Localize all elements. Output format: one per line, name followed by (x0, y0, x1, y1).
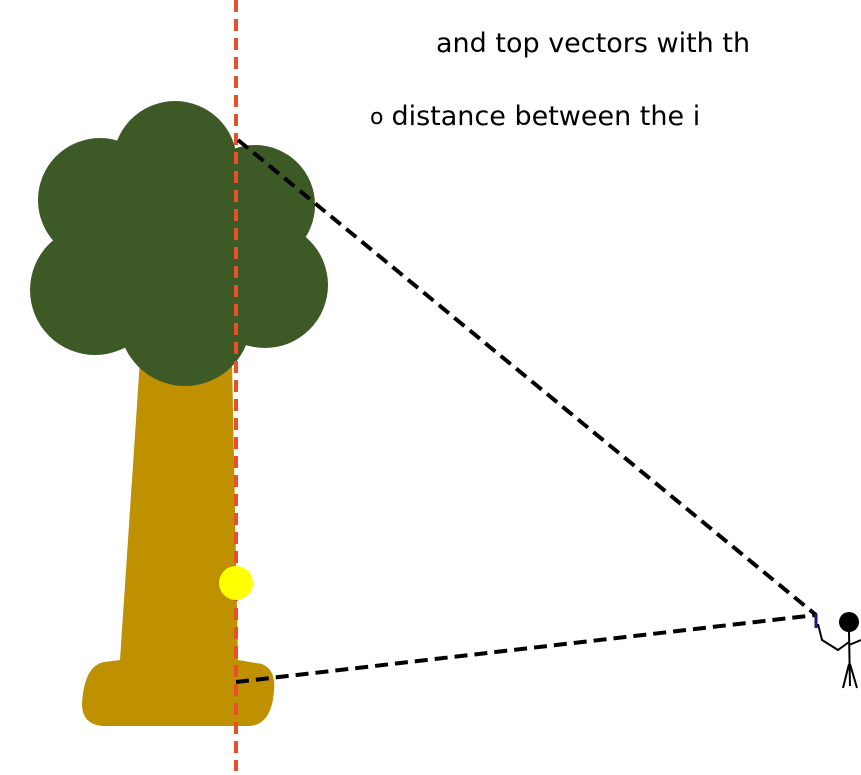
yellow-dot-icon (219, 566, 253, 600)
text-line-distance-label: distance between the i (391, 101, 701, 132)
tree-trunk (82, 360, 275, 726)
sight-line-bottom (235, 613, 817, 684)
stick-figure-icon (814, 612, 861, 689)
bullet-icon: o (370, 105, 384, 130)
sight-line-top (236, 138, 818, 617)
tree-canopy (30, 101, 328, 386)
text-line-distance: o distance between the i (370, 103, 700, 130)
text-line-vectors: and top vectors with th (436, 30, 750, 57)
text-line-vectors-label: and top vectors with th (436, 28, 751, 59)
